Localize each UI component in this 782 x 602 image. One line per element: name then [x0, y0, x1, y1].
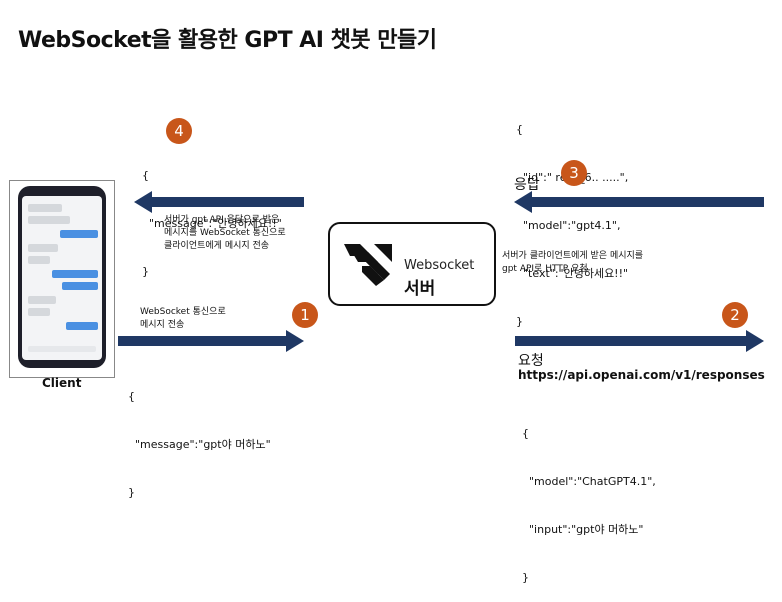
- step-2-badge: 2: [722, 302, 748, 328]
- step-4-json: { "message":"안녕하세요!!" }: [142, 169, 282, 278]
- step-3-badge: 3: [561, 160, 587, 186]
- phone-screen: [22, 196, 102, 360]
- step-2-json: { "model":"ChatGPT4.1", "input":"gpt야 머하…: [522, 427, 656, 584]
- step-3-json: { "id":" resp_6.. .....", "model":"gpt4.…: [516, 123, 629, 328]
- client-label: Client: [42, 376, 82, 390]
- server-box: [328, 222, 496, 306]
- step-3-label: 응답: [514, 177, 540, 193]
- arrow-server-to-client: [134, 191, 304, 213]
- arrow-server-to-api: [515, 330, 764, 352]
- arrow-api-to-server: [514, 191, 764, 213]
- arrow-client-to-server: [118, 330, 304, 352]
- server-label: 서버: [404, 279, 436, 299]
- note-server-to-api: 서버가 클라이언트에게 받은 메시지를 gpt API로 HTTP 요청: [502, 251, 644, 274]
- step-2-label: 요청: [518, 353, 544, 369]
- websocket-logo-text: Websocket: [404, 258, 475, 273]
- step-1-note: WebSocket 통신으로 메시지 전송: [140, 307, 226, 330]
- arrows-layer: [118, 191, 764, 352]
- page-title: WebSocket을 활용한 GPT AI 챗봇 만들기: [18, 28, 437, 53]
- step-4-badge: 4: [166, 118, 192, 144]
- note-server-to-client: 서버가 gpt API 응답으로 받은 메시지를 WebSocket 통신으로 …: [164, 215, 286, 251]
- phone-icon: [18, 186, 106, 368]
- step-1-json: { "message":"gpt야 머하노" }: [128, 390, 271, 499]
- step-1-badge: 1: [292, 302, 318, 328]
- websocket-logo-icon: [344, 244, 392, 286]
- openai-url: https://api.openai.com/v1/responses: [518, 368, 765, 382]
